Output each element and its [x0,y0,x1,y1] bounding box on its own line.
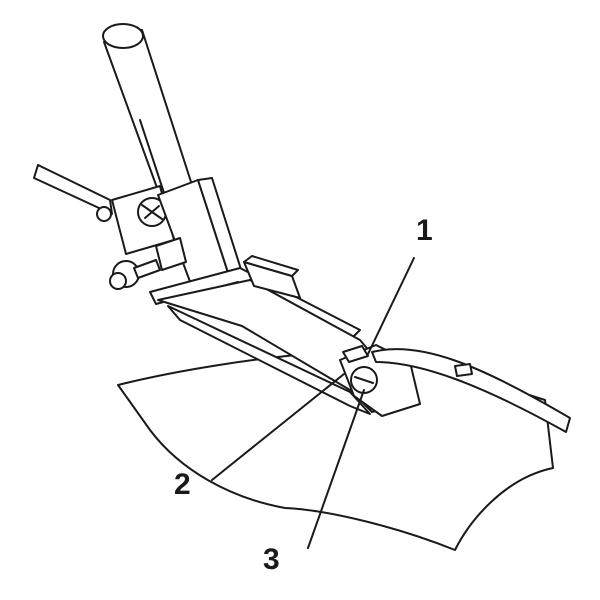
cord-right [371,348,571,433]
lever-rod [133,259,161,279]
guide-screw-slot-icon [354,376,374,384]
callout-label-3: 3 [263,543,280,576]
presser-bar-top [102,23,144,49]
square-tab [155,237,187,271]
screw-slot-icon [141,204,163,220]
leader-line-3 [307,389,365,549]
callout-label-2: 2 [174,468,191,501]
rear-bracket-top [243,255,299,277]
cord-guide-slot [342,345,369,363]
presser-bar-slot [139,119,169,206]
presser-bar [103,29,193,197]
foot-sole-edge [167,305,371,415]
cord-left [33,164,113,215]
callout-label-1: 1 [416,214,433,247]
leader-line-1 [367,257,415,355]
lever-knob-cap [109,272,127,290]
leader-line-2 [211,373,345,481]
side-knob [96,206,112,222]
sole-right-tab [454,363,473,377]
